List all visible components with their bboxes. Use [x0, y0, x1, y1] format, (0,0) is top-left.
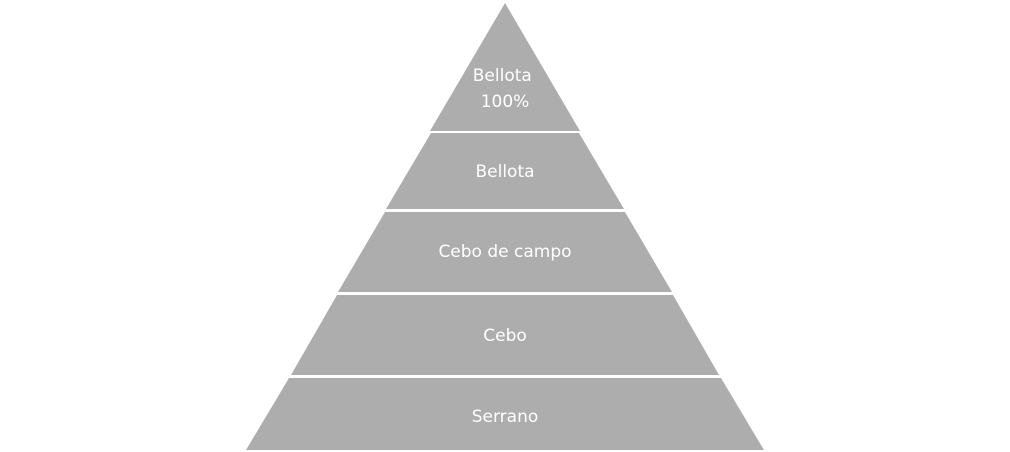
pyramid-tier-3: Cebo de campo: [338, 212, 672, 292]
tier-2-label: Bellota: [475, 162, 534, 182]
tier-4-label-line1: Cebo: [483, 326, 527, 346]
tier-3-label: Cebo de campo: [438, 242, 571, 262]
tier-1-label: Bellota 100%: [473, 66, 537, 112]
tier-1-label-line1: Bellota: [473, 66, 532, 86]
tier-5-shape: [246, 378, 764, 450]
pyramid-tier-5: Serrano: [246, 378, 764, 450]
tier-2-shape: [386, 133, 624, 209]
tier-4-label: Cebo: [483, 326, 527, 346]
tier-3-shape: [338, 212, 672, 292]
tier-5-label-line1: Serrano: [472, 407, 539, 427]
pyramid-tier-1: Bellota 100%: [430, 3, 580, 131]
tier-2-label-line1: Bellota: [475, 162, 534, 182]
tier-1-label-line2: 100%: [481, 92, 530, 112]
pyramid-tier-4: Cebo: [291, 295, 719, 375]
tier-5-label: Serrano: [472, 407, 539, 427]
pyramid-tier-2: Bellota: [386, 133, 624, 209]
tier-1-shape: [430, 3, 580, 131]
tier-4-shape: [291, 295, 719, 375]
tier-3-label-line1: Cebo de campo: [438, 242, 571, 262]
